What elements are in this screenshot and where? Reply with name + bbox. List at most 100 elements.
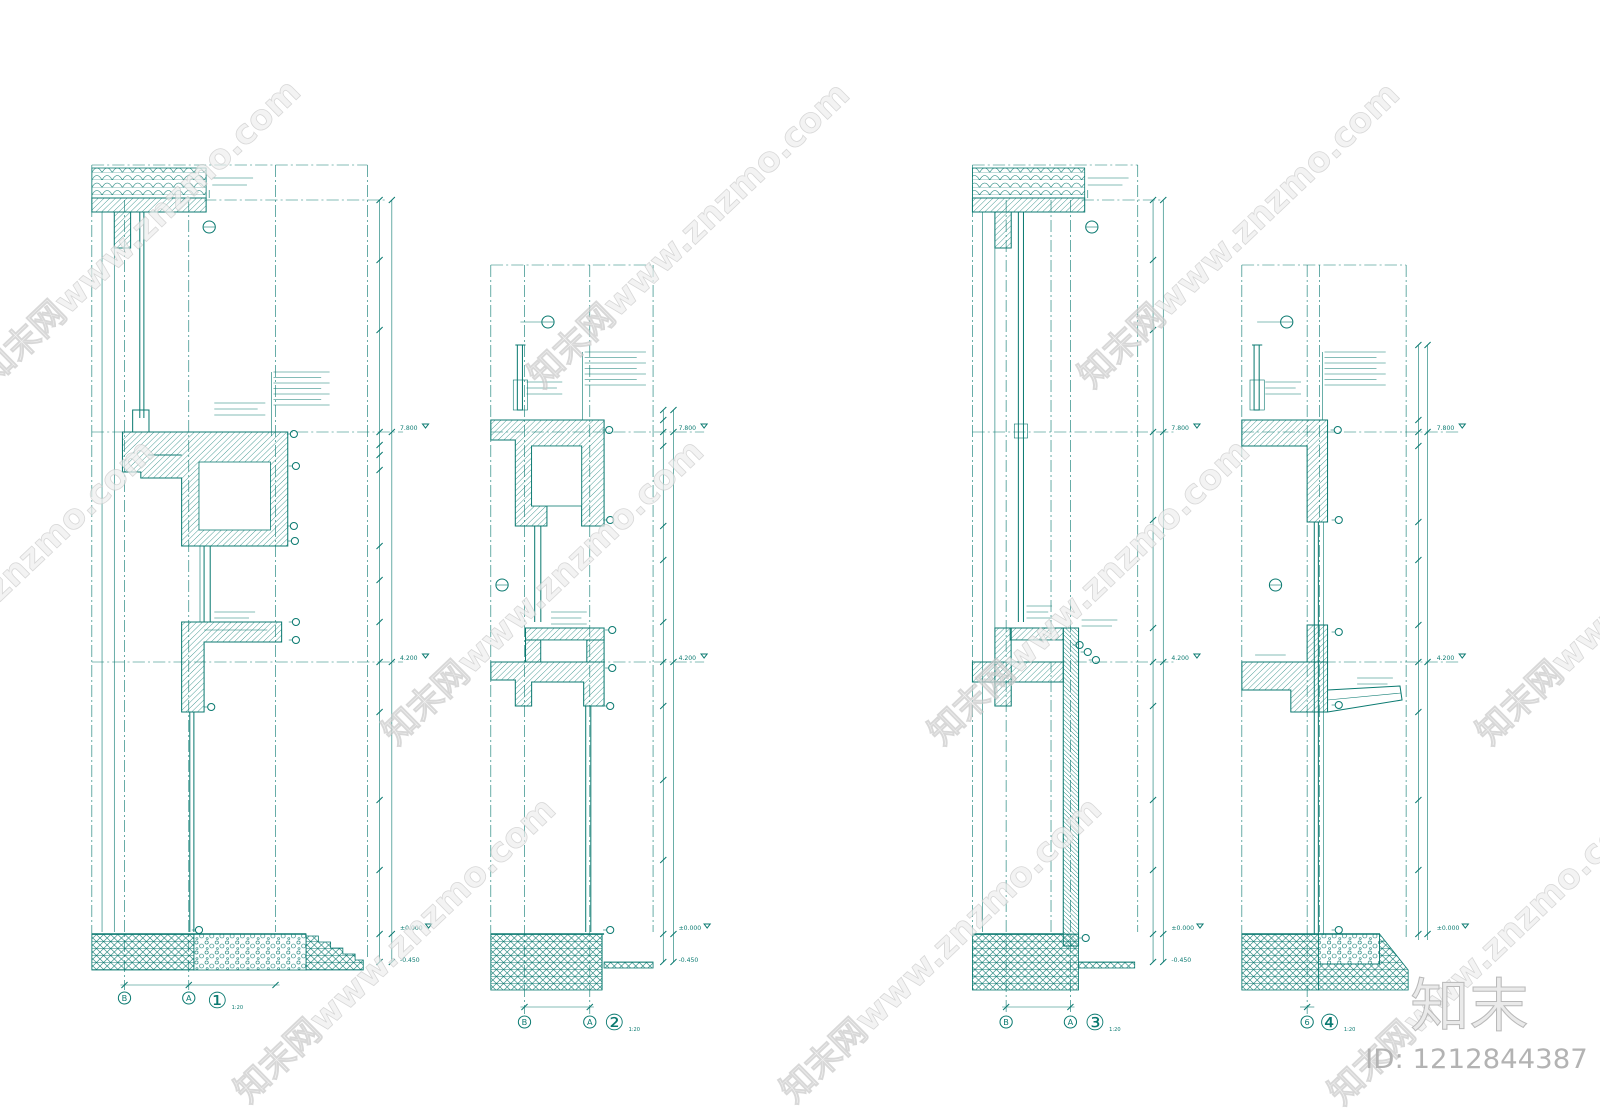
- roof-beam: [113, 211, 132, 249]
- elevation-label: 4.200: [1171, 655, 1189, 662]
- dimension-tick: [376, 196, 384, 204]
- section-number: ④: [1320, 1010, 1340, 1036]
- slab-box-void: [531, 445, 583, 507]
- parapet-void: [540, 639, 588, 663]
- lower-column: [1306, 624, 1329, 663]
- dimension-tick: [185, 981, 193, 989]
- railing-base: [1249, 379, 1265, 411]
- axis-bubble: [583, 1015, 597, 1029]
- lower-parapet-wall: [586, 639, 605, 663]
- site-logo: 知末: [1410, 973, 1528, 1040]
- dimension-tick: [1414, 866, 1422, 874]
- elevation-label: -0.450: [1171, 957, 1191, 964]
- dimension-tick: [1414, 708, 1422, 716]
- dimension-tick: [659, 556, 667, 564]
- exterior-ground-strip: [1078, 961, 1136, 969]
- dimension-tick: [388, 196, 396, 204]
- dimension-tick: [1149, 930, 1157, 938]
- dimension-tick: [376, 326, 384, 334]
- ground-earth: [91, 933, 195, 971]
- annotation-blocks: [208, 177, 1393, 685]
- lower-parapet: [525, 627, 605, 641]
- dimension-tick: [586, 1003, 594, 1011]
- dimension-tick: [1414, 796, 1422, 804]
- dimension-tick: [376, 428, 384, 436]
- dimension-tick: [1414, 658, 1422, 666]
- elevation-marker: [1192, 653, 1202, 659]
- window-transom: [1013, 423, 1028, 439]
- dimension-tick: [388, 428, 396, 436]
- section-scale: 1:20: [1344, 1027, 1355, 1033]
- ground-earth: [1241, 933, 1319, 991]
- axis-bubble: [1300, 1015, 1314, 1029]
- dimension-tick: [1414, 556, 1422, 564]
- section-scale: 1:20: [1109, 1027, 1120, 1033]
- elevation-label: 7.800: [1437, 425, 1455, 432]
- dimension-tick: [1424, 658, 1431, 666]
- dimension-tick: [659, 428, 667, 436]
- elevation-label: ±0.000: [400, 925, 423, 932]
- roof-slab: [91, 197, 207, 213]
- dimension-tick: [376, 441, 384, 449]
- dimension-tick: [1414, 518, 1422, 526]
- elevation-marker: [1192, 423, 1202, 429]
- dimension-tick: [121, 981, 128, 989]
- elevation-label: 4.200: [1437, 655, 1455, 662]
- axis-label: A: [186, 993, 192, 1003]
- elevation-marker: [421, 653, 430, 659]
- ground-gravel: [193, 933, 307, 971]
- dimension-tick: [376, 542, 384, 550]
- dimension-tick: [1002, 1003, 1010, 1011]
- roof-tiles: [91, 167, 207, 199]
- dimension-tick: [1149, 256, 1157, 264]
- dimension-tick: [376, 576, 384, 584]
- elevation-label: ±0.000: [1437, 925, 1460, 932]
- elevation-label: 7.800: [400, 425, 418, 432]
- dimension-tick: [659, 958, 667, 966]
- elevation-label: 7.800: [679, 425, 697, 432]
- dimension-tick: [670, 958, 677, 966]
- dimension-tick: [376, 451, 384, 459]
- dimension-tick: [376, 958, 384, 966]
- section-number: ②: [604, 1010, 624, 1036]
- elevation-marker: [421, 423, 430, 429]
- canopy-edge: [1327, 692, 1402, 701]
- wall-section-4: 7.800 4.200 ±0.000 6 ④ 1:20: [1241, 264, 1470, 1036]
- wall-section-2: 7.800 4.200 ±0.000 -0.450 B A ② 1:20: [490, 264, 712, 1036]
- dimension-tick: [1149, 702, 1157, 710]
- dimension-tick: [1414, 416, 1422, 424]
- elevation-label: -0.450: [400, 957, 420, 964]
- axis-label: B: [1003, 1017, 1009, 1027]
- lower-floor-slab: [490, 661, 605, 707]
- axis-bubble: [117, 991, 132, 1005]
- dimension-tick: [1424, 428, 1431, 436]
- dimension-tick: [1149, 866, 1157, 874]
- ground-gravel: [1317, 933, 1380, 965]
- section-number: ①: [207, 988, 227, 1014]
- elevation-label: ±0.000: [679, 925, 702, 932]
- lower-floor-slab: [1241, 661, 1329, 713]
- elevation-label: ±0.000: [1171, 925, 1194, 932]
- dimension-tick: [376, 658, 384, 666]
- dimension-tick: [670, 658, 677, 666]
- upper-floor-slab: [1241, 419, 1329, 523]
- elevation-marker: [700, 423, 709, 429]
- dimension-tick: [670, 428, 677, 436]
- dimension-tick: [670, 930, 677, 938]
- dimension-tick: [1149, 428, 1157, 436]
- dimension-tick: [659, 856, 667, 864]
- section-number: ③: [1085, 1010, 1105, 1036]
- roof-beam: [994, 211, 1012, 249]
- dimension-tick: [376, 466, 384, 474]
- dimension-tick: [1149, 196, 1157, 204]
- slab-box-void: [198, 461, 271, 531]
- dimension-tick: [1414, 341, 1422, 349]
- axis-bubble: [999, 1015, 1013, 1029]
- dimension-tick: [670, 406, 677, 414]
- elevation-marker: [1195, 923, 1205, 929]
- dimension-tick: [388, 958, 396, 966]
- railing-base: [512, 379, 528, 411]
- dimension-tick: [659, 406, 667, 414]
- dimension-tick: [659, 442, 667, 450]
- section-scale: 1:20: [232, 1005, 243, 1011]
